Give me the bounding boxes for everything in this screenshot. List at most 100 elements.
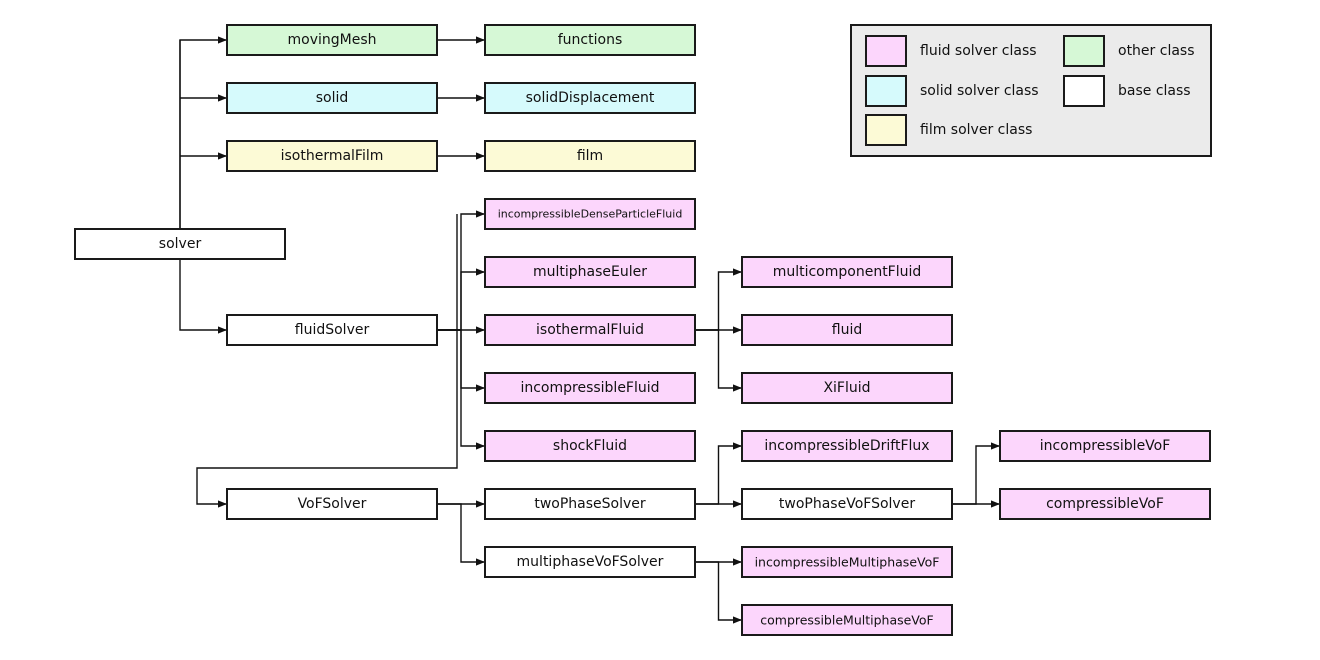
legend-panel — [850, 24, 1212, 157]
edge-isothermalFluid-to-XiFluid — [695, 329, 742, 392]
node-box — [226, 488, 438, 520]
node-label: multiphaseEuler — [533, 264, 647, 280]
node-label: isothermalFluid — [536, 322, 644, 338]
node-box — [999, 430, 1211, 462]
node-label: movingMesh — [288, 32, 377, 48]
edge-solver-to-movingMesh — [179, 36, 227, 229]
node-label: multicomponentFluid — [773, 264, 922, 280]
node-solid: solid — [226, 82, 438, 114]
legend-label: fluid solver class — [920, 43, 1037, 59]
node-compressibleMultiphaseVoF: compressibleMultiphaseVoF — [741, 604, 953, 636]
node-box — [484, 314, 696, 346]
legend-item-film: film solver class — [865, 114, 1032, 146]
node-incompressibleMultiphaseVoF: incompressibleMultiphaseVoF — [741, 546, 953, 578]
legend-item-other: other class — [1063, 35, 1195, 67]
node-label: shockFluid — [553, 438, 627, 454]
node-box — [741, 604, 953, 636]
node-solidDisplacement: solidDisplacement — [484, 82, 696, 114]
node-box — [226, 24, 438, 56]
node-incompressibleVoF: incompressibleVoF — [999, 430, 1211, 462]
node-multicomponentFluid: multicomponentFluid — [741, 256, 953, 288]
legend-swatch — [1063, 35, 1105, 67]
node-label: compressibleVoF — [1046, 496, 1164, 512]
node-functions: functions — [484, 24, 696, 56]
node-label: XiFluid — [823, 380, 870, 396]
node-box — [226, 314, 438, 346]
node-box — [741, 546, 953, 578]
edge-fluidSolver-to-multiphaseEuler — [437, 268, 485, 331]
edge-fluidSolver-to-VoFSolver — [196, 446, 458, 508]
node-box — [741, 372, 953, 404]
node-box — [484, 488, 696, 520]
edges-layer — [179, 36, 1000, 624]
legend-item-solid: solid solver class — [865, 75, 1039, 107]
edge-isothermalFluid-to-multicomponentFluid — [695, 268, 742, 331]
node-label: compressibleMultiphaseVoF — [760, 613, 933, 628]
legend-swatch — [865, 114, 907, 146]
legend-label: base class — [1118, 83, 1191, 99]
edge-fluidSolver-to-shockFluid — [437, 329, 485, 450]
node-label: incompressibleVoF — [1040, 438, 1171, 454]
node-box — [484, 140, 696, 172]
node-shockFluid: shockFluid — [484, 430, 696, 462]
node-compressibleVoF: compressibleVoF — [999, 488, 1211, 520]
node-box — [74, 228, 286, 260]
node-label: multiphaseVoFSolver — [517, 554, 664, 570]
node-label: VoFSolver — [298, 496, 367, 512]
legend-item-fluid: fluid solver class — [865, 35, 1037, 67]
node-isothermalFluid: isothermalFluid — [484, 314, 696, 346]
node-label: incompressibleFluid — [520, 380, 659, 396]
node-label: fluid — [832, 322, 862, 338]
nodes-layer: solver movingMesh functions solid solidDispl… — [74, 24, 1211, 636]
node-movingMesh: movingMesh — [226, 24, 438, 56]
node-fluid: fluid — [741, 314, 953, 346]
node-label: isothermalFilm — [281, 148, 384, 164]
legend-label: solid solver class — [920, 83, 1039, 99]
legend-item-base: base class — [1063, 75, 1191, 107]
node-box — [484, 256, 696, 288]
node-box — [226, 140, 438, 172]
edge-VoFSolver-to-multiphaseVoFSolver — [437, 503, 485, 566]
node-label: incompressibleMultiphaseVoF — [755, 555, 940, 570]
node-twoPhaseVoFSolver: twoPhaseVoFSolver — [741, 488, 953, 520]
legend-label: other class — [1118, 43, 1195, 59]
node-box — [484, 546, 696, 578]
legend-swatch — [1063, 75, 1105, 107]
legend-swatch — [865, 75, 907, 107]
node-box — [484, 430, 696, 462]
node-box — [741, 256, 953, 288]
node-label: film — [577, 148, 603, 164]
node-solver: solver — [74, 228, 286, 260]
node-fluidSolver: fluidSolver — [226, 314, 438, 346]
node-twoPhaseSolver: twoPhaseSolver — [484, 488, 696, 520]
node-label: functions — [558, 32, 622, 48]
edge-twoPhaseVoFSolver-to-incompressibleVoF — [952, 442, 1000, 505]
node-label: fluidSolver — [295, 322, 370, 338]
node-film: film — [484, 140, 696, 172]
node-box — [484, 82, 696, 114]
node-multiphaseVoFSolver: multiphaseVoFSolver — [484, 546, 696, 578]
legend-swatch — [865, 35, 907, 67]
node-box — [999, 488, 1211, 520]
legend-label: film solver class — [920, 122, 1032, 138]
node-box — [741, 314, 953, 346]
node-label: twoPhaseVoFSolver — [779, 496, 915, 512]
node-label: solid — [316, 90, 349, 106]
edge-solver-to-fluidSolver — [179, 259, 227, 334]
legend: fluid solver class other class solid solve… — [850, 24, 1212, 157]
node-incompressibleDenseParticleFluid: incompressibleDenseParticleFluid — [484, 198, 696, 230]
node-multiphaseEuler: multiphaseEuler — [484, 256, 696, 288]
node-box — [484, 372, 696, 404]
node-box — [226, 82, 438, 114]
node-box — [484, 198, 696, 230]
node-label: incompressibleDriftFlux — [764, 438, 929, 454]
edge-twoPhaseSolver-to-incompressibleDriftFlux — [695, 442, 742, 505]
node-box — [741, 430, 953, 462]
node-label: solver — [159, 236, 202, 252]
node-isothermalFilm: isothermalFilm — [226, 140, 438, 172]
node-box — [484, 24, 696, 56]
node-XiFluid: XiFluid — [741, 372, 953, 404]
edge-multiphaseVoFSolver-to-compressibleMultiphaseVoF — [695, 561, 742, 624]
node-label: twoPhaseSolver — [534, 496, 646, 512]
